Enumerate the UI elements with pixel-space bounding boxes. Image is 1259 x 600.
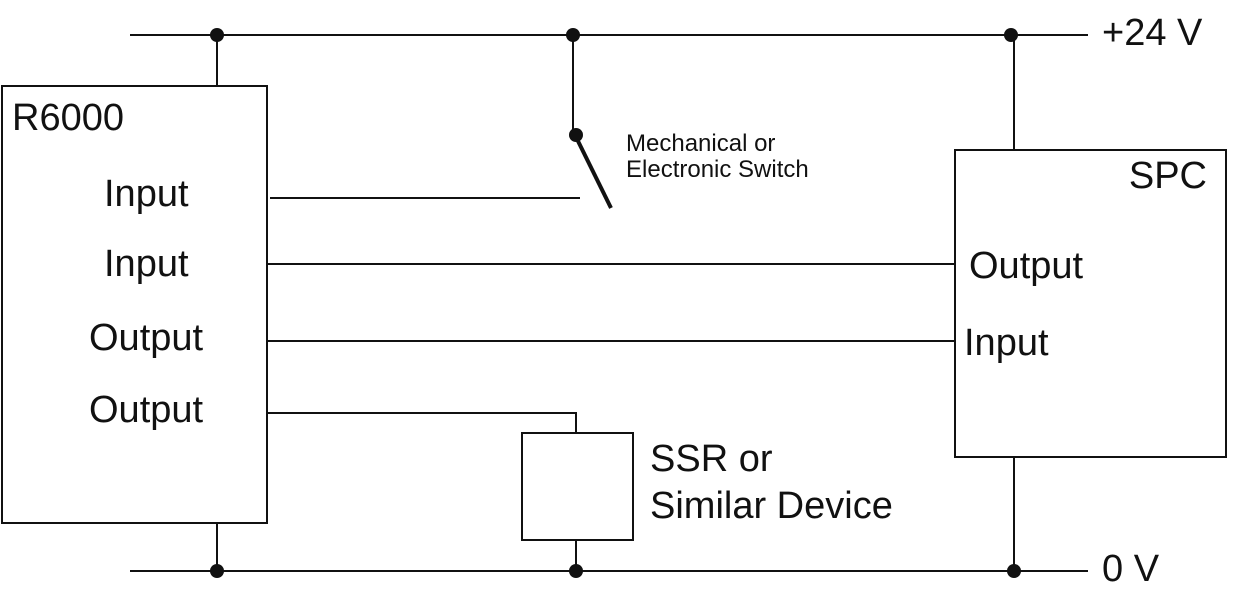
r6000-box [1,85,268,524]
rail-0v-label: 0 V [1102,548,1160,590]
switch-label-line1: Mechanical or [626,130,775,157]
rail-24v-label: +24 V [1102,12,1203,54]
output2-wire [267,412,577,433]
r6000-pin-input-1: Input [104,173,189,215]
ssr-label-line1: SSR or [650,438,773,480]
r6000-title: R6000 [12,97,124,139]
spc-box [954,149,1227,458]
junction-dot [210,28,224,42]
ssr-box [521,432,634,541]
junction-dot [1007,564,1021,578]
switch-pivot-dot [569,128,583,142]
junction-dot [569,564,583,578]
junction-dot [566,28,580,42]
spc-pin-input: Input [964,322,1049,364]
junction-dot [1004,28,1018,42]
switch-label-line2: Electronic Switch [626,156,809,183]
r6000-pin-output-1: Output [89,317,204,359]
junction-dot [210,564,224,578]
switch-blade [574,136,613,209]
r6000-pin-output-2: Output [89,389,204,431]
spc-pin-output: Output [969,245,1084,287]
r6000-pin-input-2: Input [104,243,189,285]
ssr-label-line2: Similar Device [650,485,893,527]
spc-title: SPC [1129,155,1207,197]
